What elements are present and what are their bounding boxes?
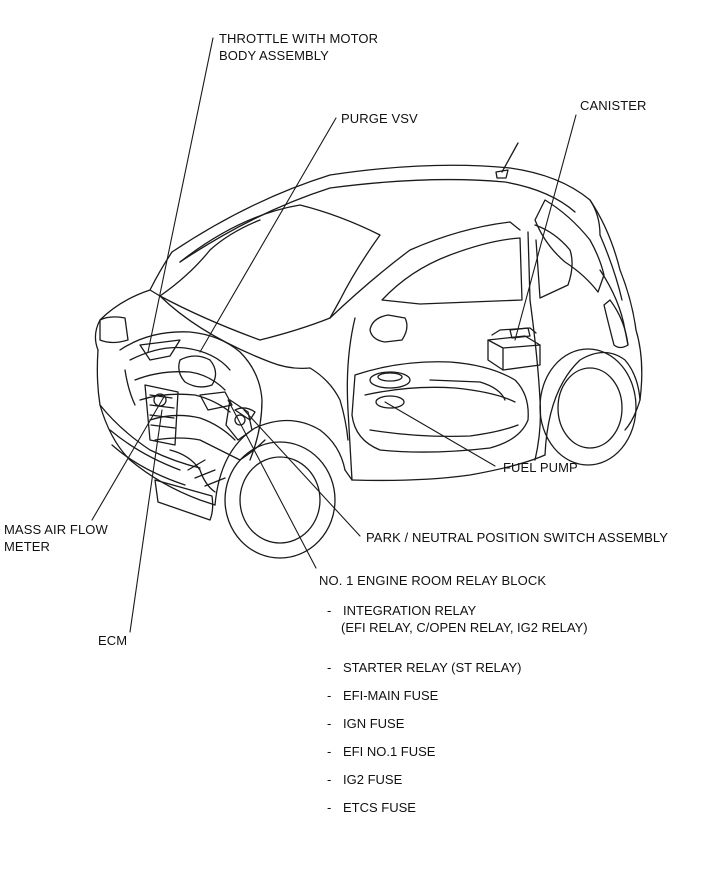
relay-item-efi-main: -EFI-MAIN FUSE — [327, 688, 439, 703]
label-canister: CANISTER — [580, 98, 647, 113]
leader-park-neutral — [243, 409, 361, 537]
leader-canister — [514, 114, 577, 341]
antenna-drawing — [495, 142, 519, 179]
label-throttle: THROTTLE WITH MOTOR BODY ASSEMBLY — [219, 31, 379, 63]
label-mass-air-flow: MASS AIR FLOW METER — [4, 522, 108, 554]
leader-relay-block — [227, 399, 317, 569]
leader-ecm — [129, 409, 163, 633]
relay-item-ign: -IGN FUSE — [327, 716, 405, 731]
car-body-drawing — [94, 164, 643, 559]
leader-lines — [91, 37, 577, 633]
relay-item-ig2: -IG2 FUSE — [327, 772, 403, 787]
engine-compartment-drawing — [119, 331, 266, 493]
label-park-neutral: PARK / NEUTRAL POSITION SWITCH ASSEMBLY — [366, 530, 668, 545]
canister-drawing — [487, 327, 541, 371]
leader-throttle — [147, 37, 214, 353]
label-fuel-pump: FUEL PUMP — [503, 460, 578, 475]
fuel-tank-drawing — [351, 361, 529, 453]
relay-item-efi-no1: -EFI NO.1 FUSE — [327, 744, 436, 759]
label-relay-block: NO. 1 ENGINE ROOM RELAY BLOCK — [319, 573, 547, 588]
leader-mass-air-flow — [91, 394, 166, 521]
relay-item-starter: -STARTER RELAY (ST RELAY) — [327, 660, 522, 675]
relay-item-integration: -INTEGRATION RELAY (EFI RELAY, C/OPEN RE… — [327, 603, 588, 635]
leader-purge-vsv — [199, 117, 337, 353]
leader-fuel-pump — [384, 401, 496, 467]
label-purge-vsv: PURGE VSV — [341, 111, 418, 126]
relay-item-etcs: -ETCS FUSE — [327, 800, 416, 815]
label-ecm: ECM — [98, 633, 128, 648]
